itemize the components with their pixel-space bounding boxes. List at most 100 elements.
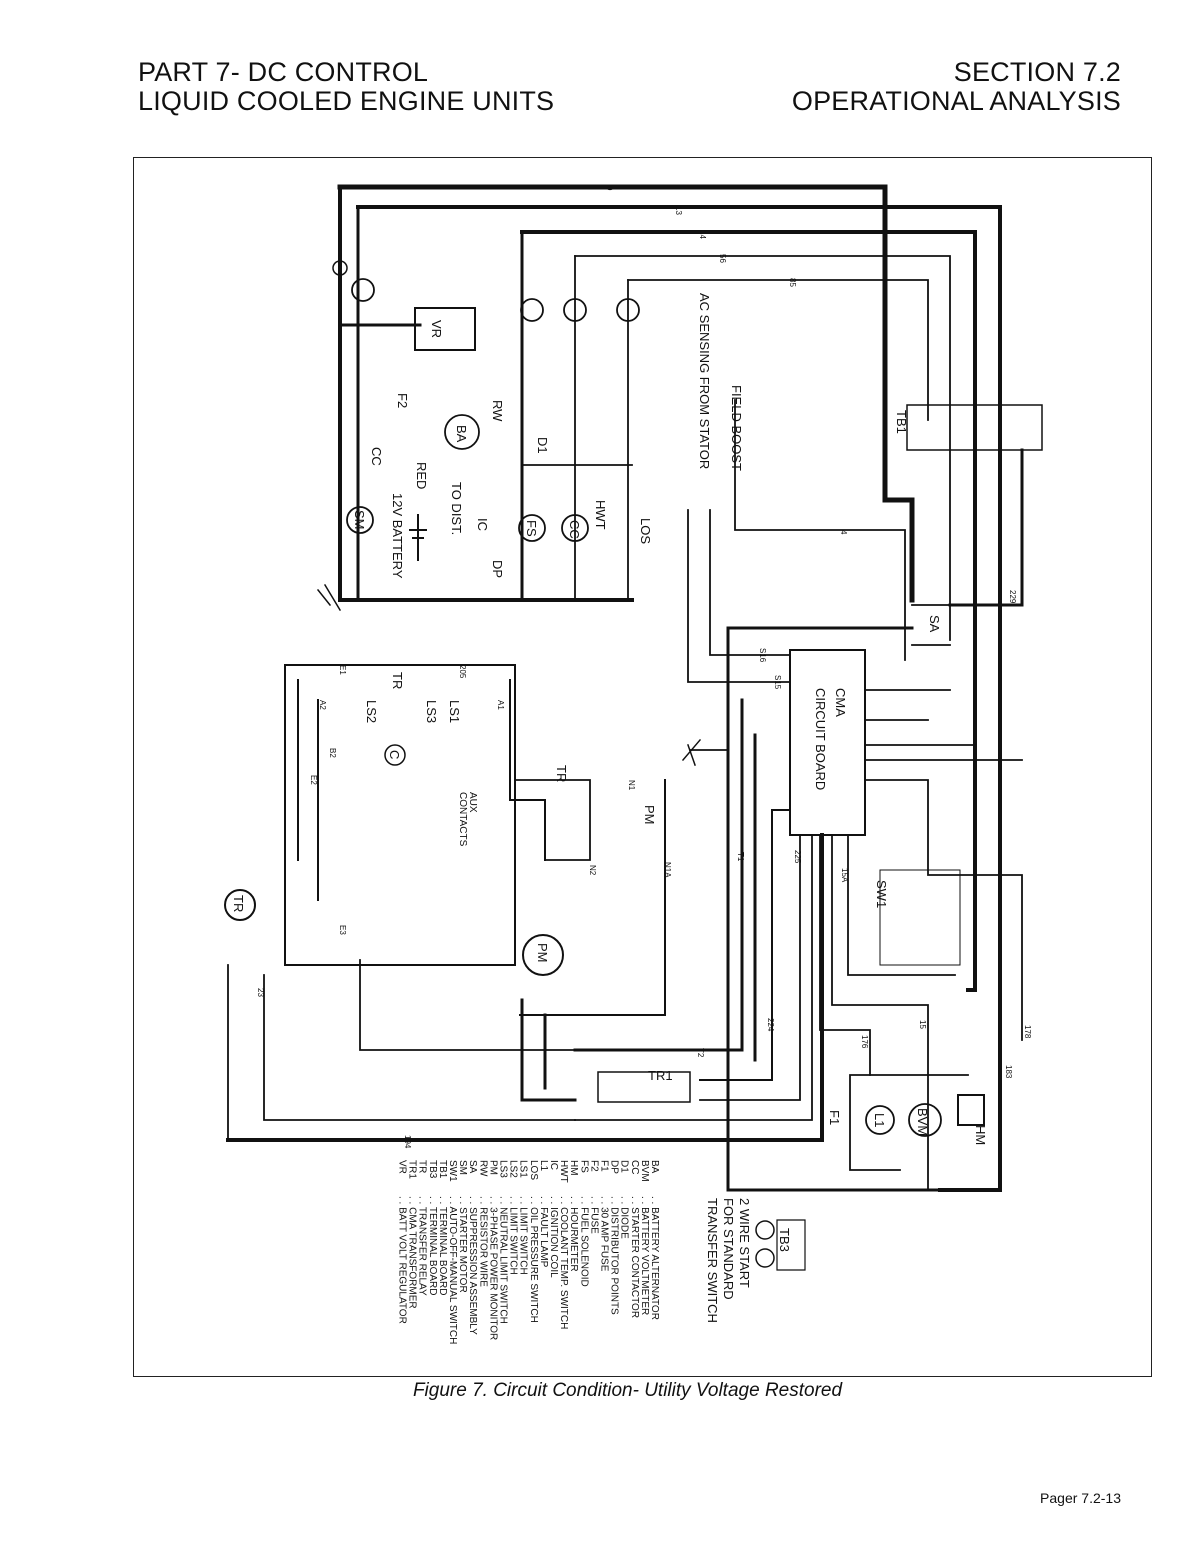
label-l1: L1 <box>872 1113 887 1127</box>
label-contacts: CONTACTS <box>457 792 468 847</box>
page-number: Pager 7.2-13 <box>1040 1490 1121 1506</box>
label-tr-relay: TR <box>554 765 569 782</box>
label-ls3: LS3 <box>424 700 439 723</box>
wire-n1a <box>519 779 666 1016</box>
label-bvm: BVM <box>915 1108 930 1136</box>
wire-label-s16: S16 <box>758 648 767 663</box>
wire-194 <box>226 833 824 1142</box>
legend-desc: . . TERMINAL BOARD <box>427 1196 438 1295</box>
label-aux: AUX <box>467 792 478 813</box>
legend-desc: . . 30 AMP FUSE <box>599 1196 610 1272</box>
label-ls1: LS1 <box>447 700 462 723</box>
wire-s16 <box>709 509 791 656</box>
legend-desc: . . TRANSFER RELAY <box>417 1196 428 1296</box>
label-ic: IC <box>475 518 490 531</box>
legend-abbr: IC <box>548 1160 559 1170</box>
wire-label-n1a: N1A <box>663 862 672 878</box>
tr-coil <box>224 889 256 921</box>
legend-desc: . . AUTO-OFF-MANUAL SWITCH <box>447 1196 458 1344</box>
legend-abbr: TB3 <box>427 1160 438 1179</box>
legend-abbr: RW <box>477 1160 488 1177</box>
wire-label-n1: N1 <box>627 780 636 791</box>
cma-right-leads <box>864 689 1023 761</box>
label-cma: CMA <box>833 688 848 717</box>
label-tr1: TR1 <box>648 1068 673 1083</box>
legend-abbr: LOS <box>528 1160 539 1180</box>
label-cc2: CC <box>567 520 582 539</box>
legend-abbr: VR <box>397 1160 408 1174</box>
wire-label-14: 14 <box>698 230 707 239</box>
wire-label-15A: 15A <box>840 868 849 883</box>
legend-desc: . . STARTER CONTACTOR <box>629 1196 640 1318</box>
label-pm-motor: PM <box>535 943 550 963</box>
wire-0-vert <box>726 626 970 1192</box>
label-vr: VR <box>429 320 444 338</box>
label-sw1: SW1 <box>874 880 889 908</box>
legend-desc: . . 3-PHASE POWER MONITOR <box>487 1196 498 1340</box>
fs-solenoid <box>518 514 546 542</box>
terminal-14 <box>520 298 544 322</box>
wire-s15 <box>687 509 791 683</box>
label-tb1: TB1 <box>894 410 909 434</box>
wire-label-15: 15 <box>918 1020 927 1029</box>
terminal-56 <box>563 298 587 322</box>
legend-abbr: SW1 <box>447 1160 458 1182</box>
part-title: PART 7- DC CONTROL <box>138 57 429 87</box>
transfer-switch-box <box>284 664 516 966</box>
wire-t1 <box>573 698 744 1052</box>
wire-tr1-left <box>520 998 577 1102</box>
legend-abbr: LS1 <box>518 1160 529 1178</box>
label-dp: DP <box>490 560 505 578</box>
tb3-block <box>776 1219 806 1271</box>
label-battery: 12V BATTERY <box>390 493 405 579</box>
legend-desc: . . FAULT LAMP <box>538 1196 549 1268</box>
wire-label-s15: S15 <box>773 675 782 690</box>
legend-desc: . . BATTERY ALTERNATOR <box>649 1196 660 1320</box>
legend-abbr: HM <box>568 1160 579 1176</box>
wire-label-224: 224 <box>766 1018 775 1032</box>
label-c: C <box>387 750 402 759</box>
legend-abbr: LS3 <box>498 1160 509 1178</box>
label-fs: FS <box>524 520 539 537</box>
label-tr-contact: TR <box>390 672 405 689</box>
ba-alternator <box>444 414 480 450</box>
wire-23-left <box>263 974 576 1121</box>
legend-abbr: L1 <box>538 1160 549 1172</box>
terminal-85 <box>616 298 640 322</box>
legend-desc: . . LIMIT SWITCH <box>518 1196 529 1275</box>
legend-abbr: SM <box>457 1160 468 1175</box>
wire-15 <box>831 834 929 1191</box>
cc-contactor <box>561 514 589 542</box>
label-sa: SA <box>927 615 942 633</box>
wire-label-205: 205 <box>458 665 467 679</box>
legend-desc: . . COOLANT TEMP. SWITCH <box>558 1196 569 1329</box>
label-to-dist: TO DIST. <box>449 482 464 535</box>
label-tb3: TB3 <box>777 1228 792 1252</box>
wire-label-85: 85 <box>788 278 797 287</box>
wire-label-n2: N2 <box>588 865 597 876</box>
sw1-area <box>879 869 961 966</box>
wire-ground-left <box>338 185 634 602</box>
hm-block <box>957 1094 985 1126</box>
legend-desc: . . OIL PRESSURE SWITCH <box>528 1196 539 1323</box>
legend-abbr: BA <box>649 1160 660 1174</box>
wire-label-23: 23 <box>256 988 265 997</box>
header-left: PART 7- DC CONTROL LIQUID COOLED ENGINE … <box>138 58 554 116</box>
label-ac-sensing: AC SENSING FROM STATOR <box>697 293 712 469</box>
wire-label-178: 178 <box>1023 1025 1032 1039</box>
legend-abbr: HWT <box>558 1160 569 1183</box>
wire-14-top <box>520 230 977 992</box>
label-2wire-2: FOR STANDARD <box>721 1198 736 1300</box>
vr-block <box>414 307 476 351</box>
meter-bus <box>849 1074 969 1171</box>
l1-lamp <box>865 1105 895 1135</box>
label-hwt: HWT <box>593 500 608 530</box>
legend-desc: . . TERMINAL BOARD <box>437 1196 448 1295</box>
legend-desc: . . DISTRIBUTOR POINTS <box>609 1196 620 1315</box>
legend-abbr: TR1 <box>407 1160 418 1179</box>
label-f2: F2 <box>395 393 410 408</box>
tr1-transformer <box>597 1071 691 1103</box>
diagram-frame <box>133 157 1152 1377</box>
label-d1: D1 <box>535 437 550 454</box>
